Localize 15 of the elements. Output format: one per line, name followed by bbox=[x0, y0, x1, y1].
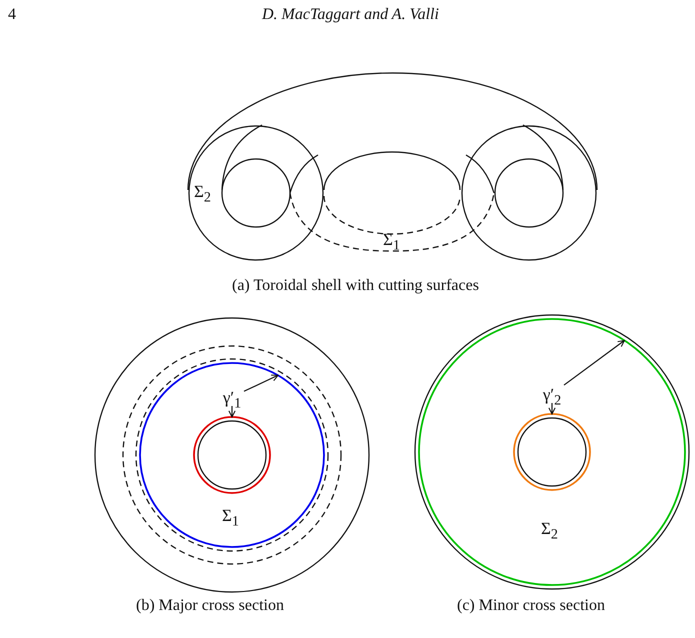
surface-label: Σ$_{2}$ bbox=[541, 520, 558, 544]
page-number: 4 bbox=[8, 6, 16, 24]
boundary-circle bbox=[139, 362, 325, 548]
page-header: D. MacTaggart and A. Valli bbox=[262, 6, 439, 24]
leader-arrow bbox=[244, 374, 278, 392]
surface-label: Σ$_{2}$ bbox=[194, 183, 211, 206]
distance-label: γ′$_{2}$ bbox=[540, 385, 564, 403]
figure-caption: (a) Toroidal shell with cutting surfaces bbox=[232, 277, 479, 295]
leader-arrow bbox=[548, 403, 556, 414]
figure-caption: (b) Major cross section bbox=[136, 597, 284, 615]
leader-arrow bbox=[228, 406, 236, 418]
leader-arrow bbox=[564, 340, 625, 386]
distance-label: γ′$_{1}$ bbox=[220, 388, 244, 406]
surface-label: Σ$_{1}$ bbox=[222, 507, 239, 530]
figure-caption: (c) Minor cross section bbox=[457, 597, 605, 615]
